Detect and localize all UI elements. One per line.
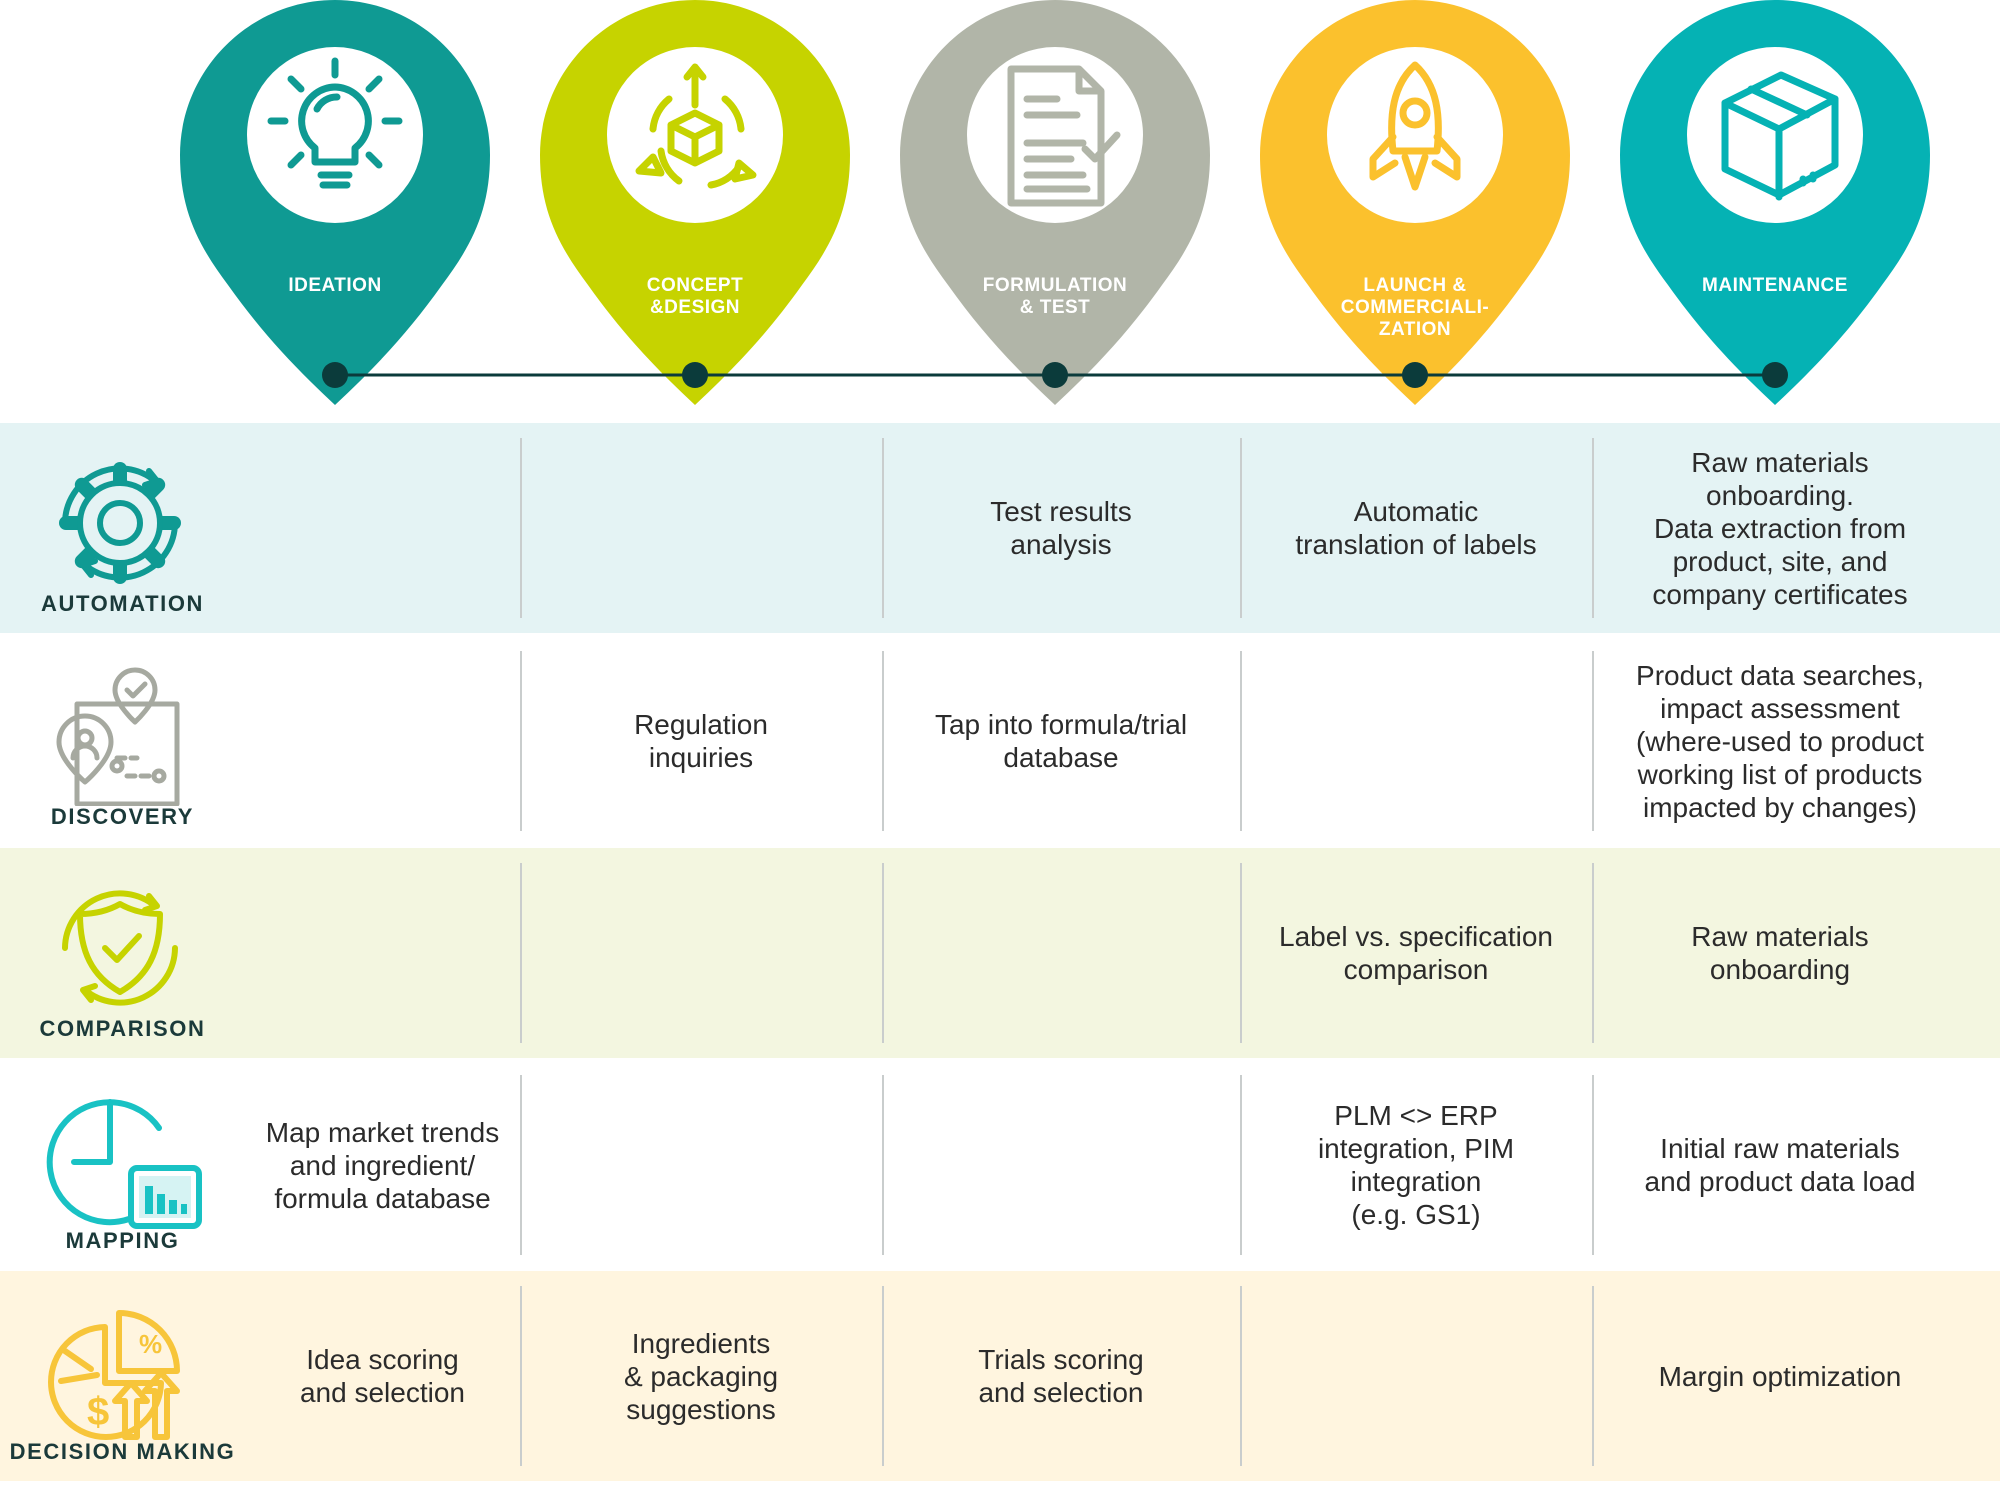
column-divider [1592,863,1594,1043]
column-divider [520,1075,522,1255]
cell-comparison-launch: Label vs. specification comparison [1279,921,1553,985]
stage-label: IDEATION [288,275,382,296]
svg-text:%: % [139,1329,162,1359]
row-label: MAPPING [65,1228,180,1253]
cell-mapping-maintenance: Initial raw materials and product data l… [1644,1133,1916,1197]
stage-label: LAUNCH & COMMERCIALI- ZATION [1340,275,1490,340]
cell-comparison-ideation [245,848,520,1058]
cell-comparison-formulation [882,848,1240,1058]
row-automation: AUTOMATION Test results analysis Automatic… [0,423,2000,633]
stage-pin-formulation: FORMULATION & TEST [900,0,1210,405]
clock-chart-icon [35,1090,205,1230]
cell-automation-formulation: Test results analysis [990,496,1132,560]
row-discovery: DISCOVERY Regulation inquiries Tap into fo… [0,636,2000,846]
cell-mapping-concept [520,1060,882,1270]
cell-discovery-maintenance: Product data searches, impact assessment… [1636,659,1924,823]
cube-cycle-icon [607,47,783,223]
cell-discovery-concept: Regulation inquiries [634,709,768,773]
cell-decision-formulation: Trials scoring and selection [978,1344,1144,1408]
lightbulb-icon [247,47,423,223]
cell-automation-maintenance: Raw materials onboarding. Data extractio… [1652,446,1908,610]
row-label: DISCOVERY [50,804,195,829]
pin-shape [180,0,490,405]
gear-cycle-icon [35,453,205,593]
column-divider [1592,1286,1594,1466]
column-divider [1240,438,1242,618]
row-comparison: COMPARISON Label vs. specification compar… [0,848,2000,1058]
column-divider [1592,1075,1594,1255]
location-pins-icon [35,666,205,807]
row-label: COMPARISON [39,1016,206,1041]
stage-pin-launch: LAUNCH & COMMERCIALI- ZATION [1260,0,1570,405]
shield-check-icon [35,878,205,1018]
cell-comparison-concept [520,848,882,1058]
cell-mapping-formulation [882,1060,1240,1270]
cell-discovery-formulation: Tap into formula/trial database [934,709,1188,773]
column-divider [1240,651,1242,831]
cell-automation-launch: Automatic translation of labels [1295,496,1537,560]
stage-pin-maintenance: MAINTENANCE [1620,0,1930,405]
cell-comparison-maintenance: Raw materials onboarding [1691,921,1869,985]
column-divider [520,438,522,618]
cell-decision-maintenance: Margin optimization [1658,1360,1902,1392]
pie-dollar-icon: % $ [35,1301,205,1441]
svg-text:$: $ [87,1390,109,1434]
column-divider [882,863,884,1043]
document-check-icon [967,47,1143,223]
row-mapping: MAPPING Map market trends and ingredient/… [0,1060,2000,1270]
cell-mapping-launch: PLM <> ERP integration, PIM integration … [1317,1100,1515,1230]
cell-mapping-ideation: Map market trends and ingredient/ formul… [265,1116,500,1214]
column-divider [520,1286,522,1466]
row-decision: % $ DECISION MAKING Idea scoring and sele… [0,1271,2000,1481]
column-divider [1240,1286,1242,1466]
cell-automation-ideation [245,423,520,633]
column-divider [1240,863,1242,1043]
stage-label: FORMULATION & TEST [982,275,1128,318]
column-divider [1592,438,1594,618]
column-divider [882,1075,884,1255]
cell-decision-ideation: Idea scoring and selection [299,1344,465,1408]
box-icon [1687,47,1863,223]
row-label: DECISION MAKING [9,1439,236,1464]
column-divider [1240,1075,1242,1255]
cell-decision-concept: Ingredients & packaging suggestions [623,1327,779,1425]
column-divider [520,863,522,1043]
cell-decision-launch [1240,1271,1592,1481]
rocket-icon [1327,47,1503,223]
row-label: AUTOMATION [40,591,205,616]
column-divider [882,651,884,831]
column-divider [882,438,884,618]
stage-label: MAINTENANCE [1702,275,1848,296]
column-divider [520,651,522,831]
cell-automation-concept [520,423,882,633]
column-divider [882,1286,884,1466]
stage-label: CONCEPT &DESIGN [646,275,744,318]
stage-pin-ideation: IDEATION [180,0,490,405]
stage-pin-concept: CONCEPT &DESIGN [540,0,850,405]
column-divider [1592,651,1594,831]
cell-discovery-launch [1240,636,1592,846]
cell-discovery-ideation [245,636,520,846]
